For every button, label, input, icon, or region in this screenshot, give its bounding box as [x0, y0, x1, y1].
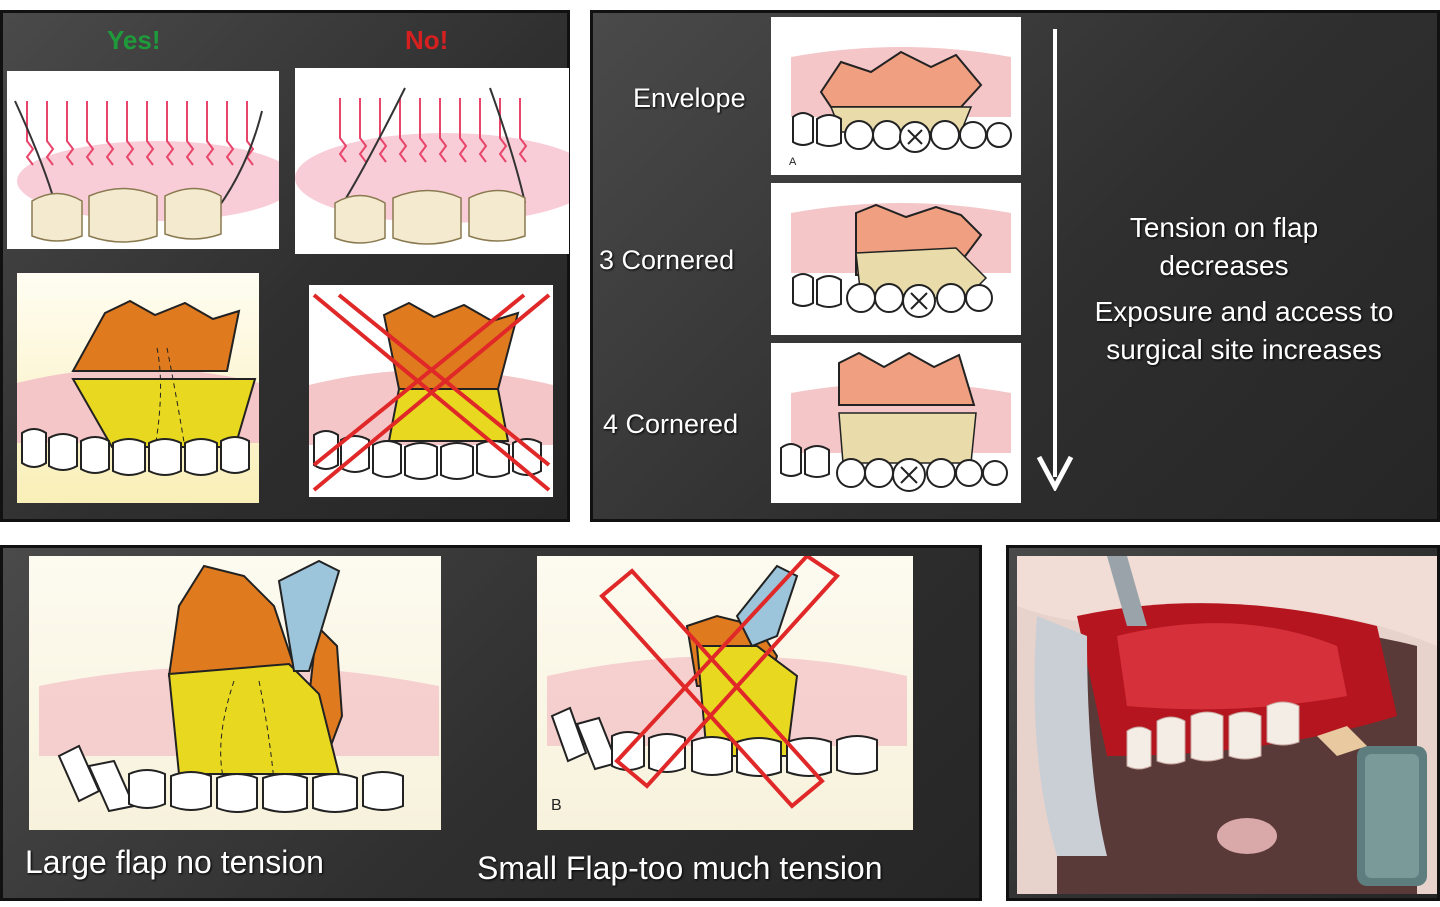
flap-type-label-3-cornered: 3 Cornered: [599, 245, 735, 275]
tension-text: Tension on flap decreases: [1129, 212, 1319, 281]
flap-size-panel: B Large flap no tension Small Flap-too m…: [0, 545, 982, 901]
decreasing-tension-arrow-icon: [1036, 29, 1074, 491]
envelope-flap-illustration: A: [771, 17, 1021, 175]
surgical-site-photo: [1017, 556, 1437, 894]
incorrect-suture-illustration: [295, 68, 569, 254]
suture-panel: Yes! No!: [0, 10, 570, 522]
red-cross-icon: [599, 556, 841, 809]
yes-label: Yes!: [107, 25, 161, 55]
flap-types-panel: Envelope 3 Cornered 4 Cornered A: [590, 10, 1440, 522]
flap-type-label-envelope: Envelope: [633, 83, 746, 113]
correct-suture-illustration: [7, 71, 279, 249]
large-flap-caption: Large flap no tension: [25, 844, 324, 880]
clinical-photo-panel: [1006, 545, 1440, 901]
small-flap-illustration: B: [537, 556, 913, 830]
flap-type-label-4-cornered: 4 Cornered: [603, 409, 739, 439]
red-cross-icon: [312, 293, 551, 492]
narrow-base-flap-illustration: [309, 285, 553, 497]
small-flap-caption: Small Flap-too much tension: [477, 850, 883, 886]
figure-letter-b: B: [551, 797, 562, 814]
exposure-text: Exposure and access to surgical site inc…: [1094, 296, 1394, 365]
no-label: No!: [405, 25, 449, 55]
three-cornered-flap-illustration: [771, 183, 1021, 335]
wide-base-flap-illustration: [17, 273, 259, 503]
large-flap-illustration: [29, 556, 441, 830]
four-cornered-flap-illustration: [771, 343, 1021, 503]
figure-letter-a: A: [789, 156, 797, 168]
